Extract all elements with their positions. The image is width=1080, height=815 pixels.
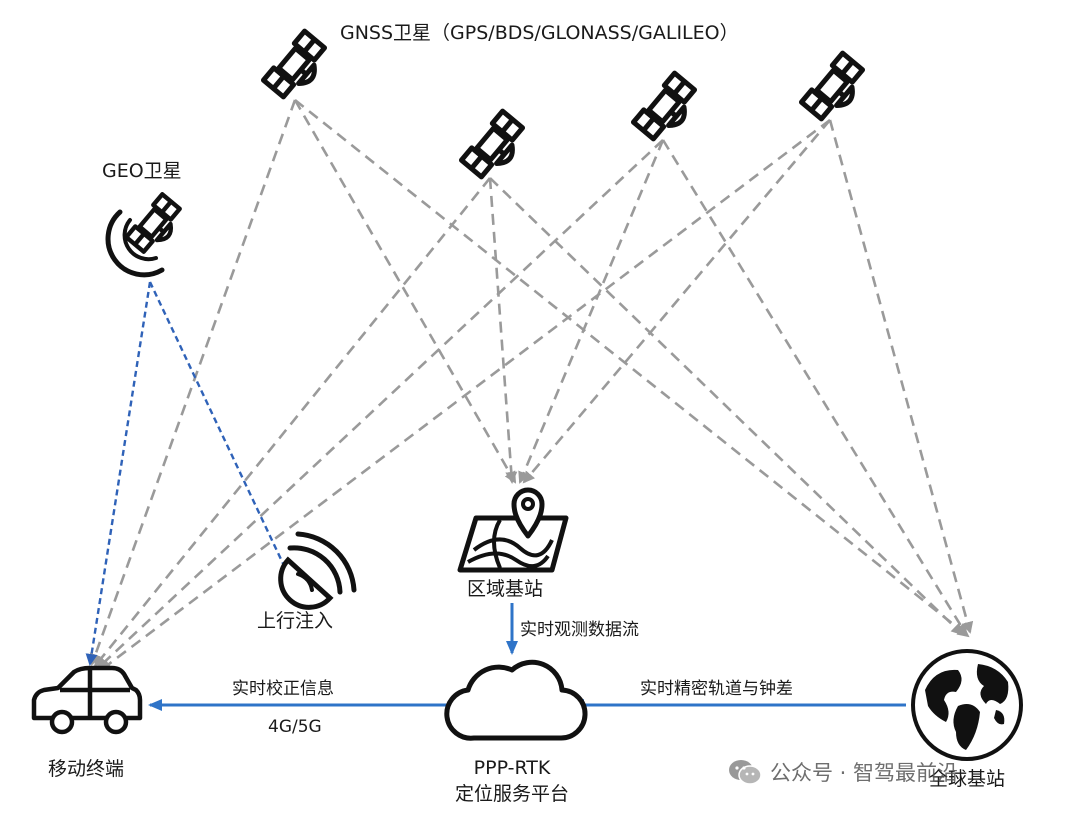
- link-sat2-mobile: [93, 177, 492, 668]
- dish-antenna-icon: [278, 531, 357, 610]
- map-pin-icon: [457, 487, 569, 573]
- realtime-orbit-clock-label: 实时精密轨道与钟差: [640, 679, 793, 699]
- wechat-icon: [728, 758, 762, 791]
- link-sat2-regional: [488, 177, 518, 484]
- regional-station-label: 区域基站: [466, 578, 544, 600]
- link-sat4-global: [828, 119, 974, 634]
- global-station-label: 全球基站: [928, 768, 1006, 790]
- geo-satellite-icon: [105, 194, 186, 278]
- gnss-signal-links: [89, 98, 974, 672]
- link-geo-mobile: [85, 281, 152, 666]
- geo-satellite-label: GEO卫星: [102, 160, 182, 182]
- watermark-text: 公众号 · 智驾最前沿: [770, 761, 959, 785]
- link-sat3-global: [661, 139, 968, 636]
- link-sat1-global: [294, 98, 970, 638]
- gnss-satellite-icon-3: [633, 73, 702, 145]
- gnss-satellite-icon-1: [263, 31, 332, 103]
- link-sat1-regional: [293, 99, 517, 484]
- gnss-satellite-icon-2: [461, 111, 530, 183]
- network-label: 4G/5G: [268, 717, 322, 737]
- link-sat1-mobile: [89, 99, 297, 666]
- gnss-satellite-icon-4: [801, 53, 870, 125]
- link-sat4-regional: [522, 119, 831, 484]
- car-icon: [31, 665, 143, 735]
- link-sat2-global: [489, 177, 964, 636]
- platform-label-line1: PPP-RTK: [473, 757, 551, 779]
- watermark: 公众号 · 智驾最前沿: [728, 757, 958, 791]
- link-sat4-mobile: [99, 118, 831, 672]
- cloud-icon: [444, 659, 588, 741]
- link-sat3-mobile: [96, 139, 664, 670]
- gnss-title: GNSS卫星（GPS/BDS/GLONASS/GALILEO）: [340, 22, 739, 44]
- geo-links: [85, 281, 289, 666]
- realtime-correction-label: 实时校正信息: [232, 679, 334, 699]
- link-geo-uplink: [148, 281, 289, 573]
- platform-label-line2: 定位服务平台: [454, 783, 570, 805]
- globe-icon: [911, 649, 1023, 761]
- link-sat3-regional: [518, 139, 665, 484]
- mobile-terminal-label: 移动终端: [47, 758, 125, 780]
- uplink-label: 上行注入: [257, 610, 334, 632]
- data-flows: [148, 603, 906, 711]
- realtime-obs-stream-label: 实时观测数据流: [520, 620, 639, 640]
